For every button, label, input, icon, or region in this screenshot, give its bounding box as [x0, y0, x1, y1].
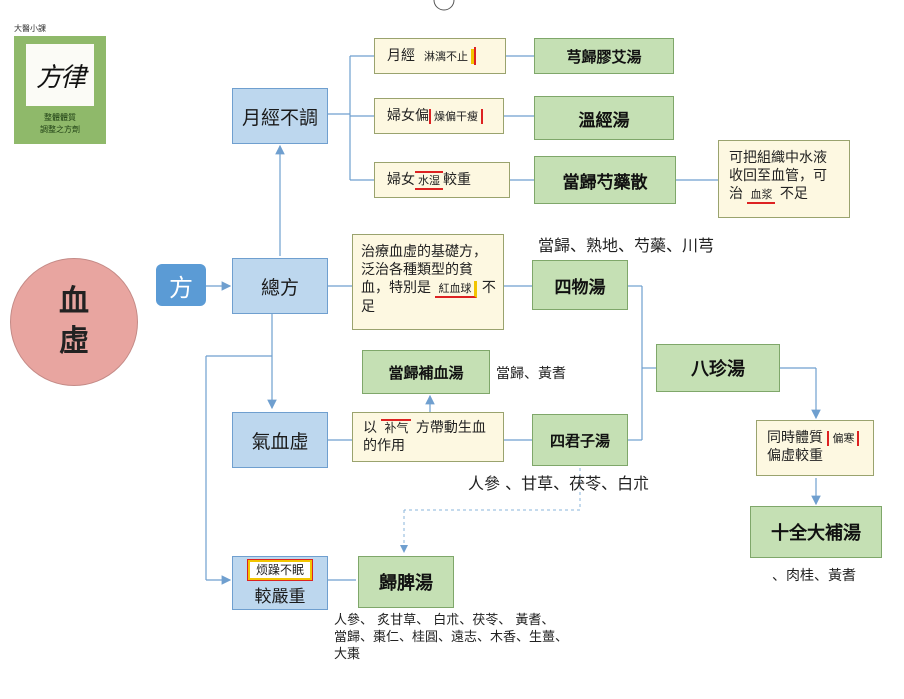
shui-note-line-2: 收回至血管，可 [729, 168, 827, 184]
main-topic-line-1: 血 [59, 284, 89, 319]
tizhi-text-before: 同時體質 [767, 430, 823, 446]
logo-panel: 方律 整體體質 調整之方劑 [14, 36, 106, 144]
yuejing-text: 月經 [387, 48, 415, 64]
shui-note-line-3: 治 血浆 不足 [729, 185, 843, 204]
zhiliao-tag: 紅血球 [435, 281, 478, 298]
fu-pian-tag: 燥偏干瘦 [429, 108, 483, 124]
ingredients-siwu: 當歸、熟地、芍藥、川芎 [538, 236, 715, 255]
ingredients-sijunzi: 人參 、甘草、茯苓、白朮 [468, 474, 650, 493]
condition-yuejing-linli: 月經 淋漓不止 [374, 38, 506, 74]
fu-shi-tag: 水湿 [415, 170, 443, 190]
formula-xiongui: 芎歸膠艾湯 [534, 38, 674, 74]
tizhi-tag: 偏寒 [827, 431, 860, 446]
category-jiaoyan: 烦躁不眠 較嚴重 [232, 556, 328, 610]
formula-shiquan: 十全大補湯 [750, 506, 882, 558]
formula-danggui-buxue: 當歸補血湯 [362, 350, 490, 394]
logo-calligraphy: 方律 [35, 62, 86, 93]
linli-red-mark [474, 47, 476, 65]
zhiliao-tail: 不足 [361, 280, 496, 315]
logo-caption-line-2: 調整之方劑 [40, 125, 80, 134]
formula-danggui-shaoyao: 當歸芍藥散 [534, 156, 676, 204]
condition-buqi: 以 补气 方帶動生血的作用 [352, 412, 504, 462]
logo-small-caption: 大醫小課 [14, 24, 46, 33]
buqi-tag: 补气 [381, 419, 412, 436]
logo-calligraphy-panel: 方律 [26, 44, 94, 106]
main-topic-circle: 血 虛 [10, 258, 138, 386]
shui-note-prefix: 治 [729, 186, 743, 202]
category-yuejing: 月經不調 [232, 88, 328, 144]
ingredients-guipi: 人參、 炙甘草、 白朮、茯苓、 黃耆、 當歸、棗仁、桂圓、遠志、木香、生薑、 大… [334, 612, 568, 663]
condition-fu-pian: 婦女偏 燥偏干瘦 [374, 98, 504, 134]
ingredients-buxue: 當歸、黃耆 [496, 366, 566, 382]
shui-note-line-1: 可把組織中水液 [729, 150, 827, 166]
category-zongfang: 總方 [232, 258, 328, 314]
ingredients-guipi-line-3: 大棗 [334, 647, 361, 662]
formula-siwu: 四物湯 [532, 260, 628, 310]
condition-tizhi: 同時體質 偏寒 偏虛較重 [756, 420, 874, 476]
fanzao-tag: 烦躁不眠 [246, 558, 314, 581]
fu-shi-text-before: 婦女 [387, 172, 415, 188]
formula-wenjing: 溫經湯 [534, 96, 674, 140]
main-topic-line-2: 虛 [59, 324, 89, 359]
tizhi-text-after: 偏虛較重 [767, 448, 823, 464]
shui-note-tag: 血浆 [747, 187, 776, 204]
shui-note: 可把組織中水液 收回至血管，可 治 血浆 不足 [718, 140, 850, 218]
logo-card: 大醫小課 方律 整體體質 調整之方劑 [14, 24, 106, 146]
fu-shi-text-after: 較重 [443, 172, 471, 188]
fang-tag: 方 [156, 264, 206, 306]
formula-guipi: 歸脾湯 [358, 556, 454, 608]
buqi-text: 方帶動生血的作用 [363, 420, 486, 454]
formula-bazhen: 八珍湯 [656, 344, 780, 392]
ingredients-shiquan: 、肉桂、黃耆 [772, 568, 856, 584]
jiaoyan-label: 較嚴重 [254, 586, 306, 607]
condition-fu-shi: 婦女 水湿 較重 [374, 162, 510, 198]
category-qixue: 氣血虛 [232, 412, 328, 468]
fu-pian-text: 婦女偏 [387, 108, 429, 124]
logo-caption-line-1: 整體體質 [44, 113, 76, 122]
buqi-prefix: 以 [363, 420, 377, 436]
formula-sijunzi: 四君子湯 [532, 414, 628, 466]
zhiliao-text: 治療血虛的基礎方，泛治各種類型的貧血，特別是 [361, 244, 487, 296]
condition-zhiliao: 治療血虛的基礎方，泛治各種類型的貧血，特別是 紅血球 不足 [352, 234, 504, 330]
ingredients-guipi-line-1: 人參、 炙甘草、 白朮、茯苓、 黃耆、 [334, 613, 555, 628]
shui-note-suffix: 不足 [779, 186, 808, 202]
ingredients-guipi-line-2: 當歸、棗仁、桂圓、遠志、木香、生薑、 [334, 630, 569, 645]
linli-tag: 淋漓不止 [421, 48, 474, 64]
